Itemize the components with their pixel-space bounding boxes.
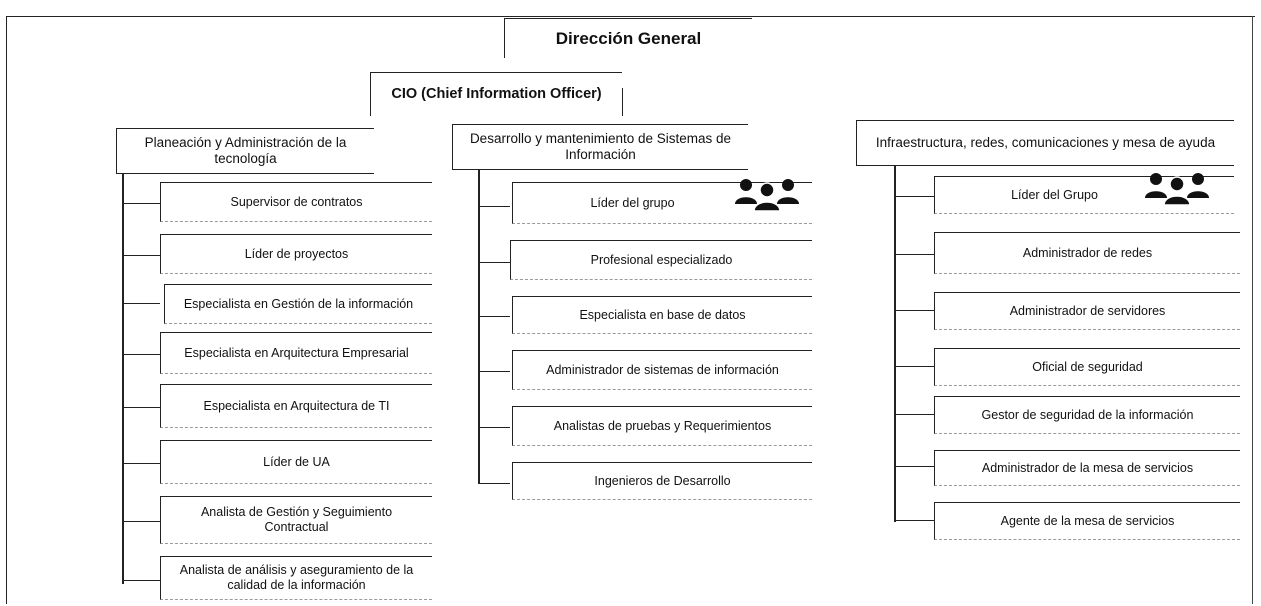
col1-branch bbox=[122, 580, 160, 581]
column-head-infraestructura: Infraestructura, redes, comunicaciones y… bbox=[856, 120, 1234, 166]
role-box: Líder de proyectos bbox=[160, 234, 432, 274]
role-box: Especialista en Arquitectura Empresarial bbox=[160, 332, 432, 374]
title-text: Dirección General bbox=[555, 29, 702, 48]
col1-branch bbox=[122, 521, 160, 522]
role-box: Administrador de la mesa de servicios bbox=[934, 450, 1240, 486]
role-box: Analista de análisis y aseguramiento de … bbox=[160, 556, 432, 600]
role-box: Administrador de redes bbox=[934, 232, 1240, 274]
col1-branch bbox=[122, 354, 160, 355]
col1-branch bbox=[122, 407, 160, 408]
col1-branch bbox=[122, 463, 160, 464]
col3-branch bbox=[894, 520, 934, 521]
cio-right-connector bbox=[622, 88, 623, 116]
role-box: Especialista en Arquitectura de TI bbox=[160, 384, 432, 428]
col2-branch bbox=[478, 483, 510, 484]
people-group-icon bbox=[735, 179, 799, 212]
cio-box: CIO (Chief Information Officer) bbox=[370, 72, 622, 116]
role-box: Especialista en Gestión de la informació… bbox=[164, 284, 432, 324]
role-box: Agente de la mesa de servicios bbox=[934, 502, 1240, 540]
column-head-desarrollo: Desarrollo y mantenimiento de Sistemas d… bbox=[452, 124, 748, 170]
role-box: Oficial de seguridad bbox=[934, 348, 1240, 386]
role-box: Ingenieros de Desarrollo bbox=[512, 462, 812, 500]
role-box: Supervisor de contratos bbox=[160, 182, 432, 222]
role-box: Administrador de sistemas de información bbox=[512, 350, 812, 390]
role-box: Gestor de seguridad de la información bbox=[934, 396, 1240, 434]
col2-branch bbox=[478, 262, 510, 263]
col2-branch bbox=[478, 206, 510, 207]
role-box: Líder del grupo bbox=[512, 182, 812, 224]
role-box: Analistas de pruebas y Requerimientos bbox=[512, 406, 812, 446]
chart-frame bbox=[6, 16, 1255, 604]
chart-frame-right bbox=[1252, 16, 1253, 604]
col3-branch bbox=[894, 414, 934, 415]
col1-branch bbox=[122, 303, 160, 304]
col3-trunk bbox=[894, 166, 896, 522]
col3-branch bbox=[894, 310, 934, 311]
col2-branch bbox=[478, 427, 510, 428]
col2-trunk bbox=[478, 170, 480, 484]
role-box: Profesional especializado bbox=[510, 240, 812, 280]
col1-branch bbox=[122, 203, 160, 204]
role-box: Analista de Gestión y Seguimiento Contra… bbox=[160, 496, 432, 544]
role-box: Administrador de servidores bbox=[934, 292, 1240, 330]
col3-branch bbox=[894, 254, 934, 255]
col1-branch bbox=[122, 255, 160, 256]
col3-branch bbox=[894, 196, 934, 197]
title-box: Dirección General bbox=[504, 18, 752, 58]
col2-branch bbox=[478, 371, 510, 372]
col3-branch bbox=[894, 366, 934, 367]
role-box: Líder del Grupo bbox=[934, 176, 1234, 214]
cio-text: CIO (Chief Information Officer) bbox=[391, 86, 602, 102]
col3-branch bbox=[894, 466, 934, 467]
role-box: Líder de UA bbox=[160, 440, 432, 484]
column-head-planeacion: Planeación y Administración de la tecnol… bbox=[116, 128, 374, 174]
col2-branch bbox=[478, 316, 510, 317]
role-box: Especialista en base de datos bbox=[512, 296, 812, 334]
col1-trunk bbox=[122, 174, 124, 584]
people-group-icon bbox=[1145, 173, 1209, 206]
